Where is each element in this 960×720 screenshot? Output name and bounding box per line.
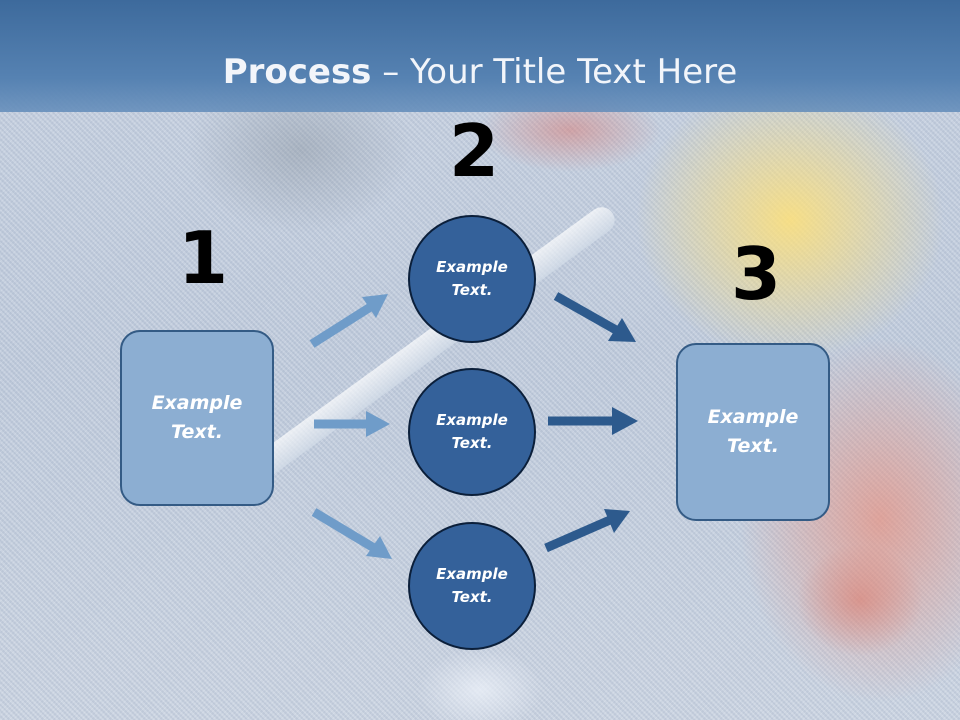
arrow-left-bottom: [311, 508, 392, 559]
step-3-line-2: Text.: [727, 435, 779, 457]
step-number-1: 1: [178, 216, 229, 300]
arrow-right-middle: [548, 407, 638, 435]
arrow-right-bottom: [544, 509, 630, 553]
slide-title: Process – Your Title Text Here: [0, 52, 960, 92]
title-bold: Process: [222, 52, 372, 92]
step-1-line-2: Text.: [171, 421, 223, 443]
arrow-left-top: [309, 294, 388, 348]
circle-top-line-2: Text.: [451, 281, 493, 299]
step-2-circle-top: Example Text.: [408, 215, 536, 343]
arrow-left-middle: [314, 411, 390, 437]
step-1-box: Example Text.: [120, 330, 274, 506]
title-rest: – Your Title Text Here: [371, 52, 738, 92]
circle-bottom-line-1: Example: [436, 565, 508, 583]
circle-bottom-line-2: Text.: [451, 588, 493, 606]
arrow-right-top: [553, 292, 636, 342]
step-2-circle-middle: Example Text.: [408, 368, 536, 496]
step-2-circle-bottom: Example Text.: [408, 522, 536, 650]
title-bar: Process – Your Title Text Here: [0, 0, 960, 112]
step-number-2: 2: [449, 109, 500, 193]
step-1-line-1: Example: [151, 392, 243, 414]
step-3-box: Example Text.: [676, 343, 830, 521]
step-number-3: 3: [731, 232, 782, 316]
circle-top-line-1: Example: [436, 258, 508, 276]
circle-middle-line-1: Example: [436, 411, 508, 429]
circle-middle-line-2: Text.: [451, 434, 493, 452]
step-3-line-1: Example: [707, 406, 799, 428]
